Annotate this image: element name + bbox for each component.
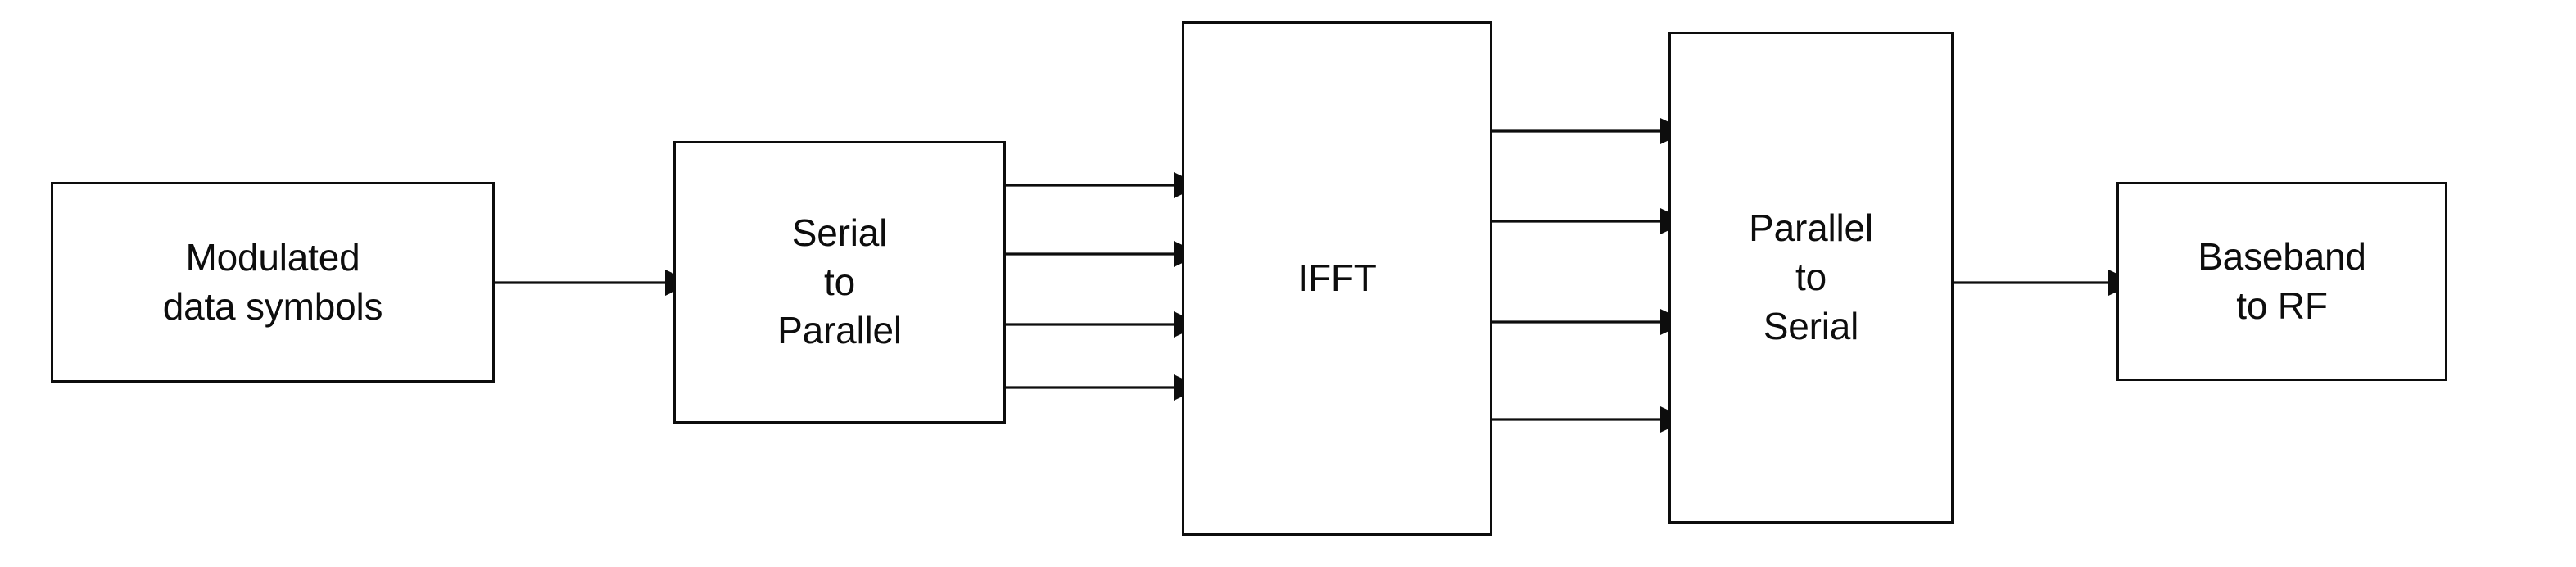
block-label-line: to RF xyxy=(2236,284,2328,327)
block-label-line: to xyxy=(824,260,855,303)
block-baseband-to-rf[interactable]: Baseband to RF xyxy=(2116,182,2447,381)
block-label-line: to xyxy=(1795,256,1827,299)
block-label-line: Baseband xyxy=(2198,234,2366,278)
block-label-line: Serial xyxy=(1763,304,1859,347)
block-label-line: Parallel xyxy=(1749,206,1873,250)
connector-serial-to-ifft xyxy=(1006,172,1202,401)
block-label-line: data symbols xyxy=(162,284,383,328)
block-parallel-to-serial[interactable]: Parallel to Serial xyxy=(1668,32,1954,524)
block-label-line: Modulated xyxy=(185,235,360,279)
block-modulated-data-symbols[interactable]: Modulated data symbols xyxy=(51,182,495,383)
connector-modulated-to-serial xyxy=(495,270,693,296)
block-ifft[interactable]: IFFT xyxy=(1182,21,1492,536)
connector-ifft-to-parallel xyxy=(1492,118,1688,433)
connector-parallel-to-baseband xyxy=(1954,270,2136,296)
block-serial-to-parallel[interactable]: Serial to Parallel xyxy=(673,141,1006,424)
block-label-line: IFFT xyxy=(1297,256,1377,300)
block-label-line: Parallel xyxy=(777,309,902,352)
block-label-line: Serial xyxy=(791,211,888,254)
